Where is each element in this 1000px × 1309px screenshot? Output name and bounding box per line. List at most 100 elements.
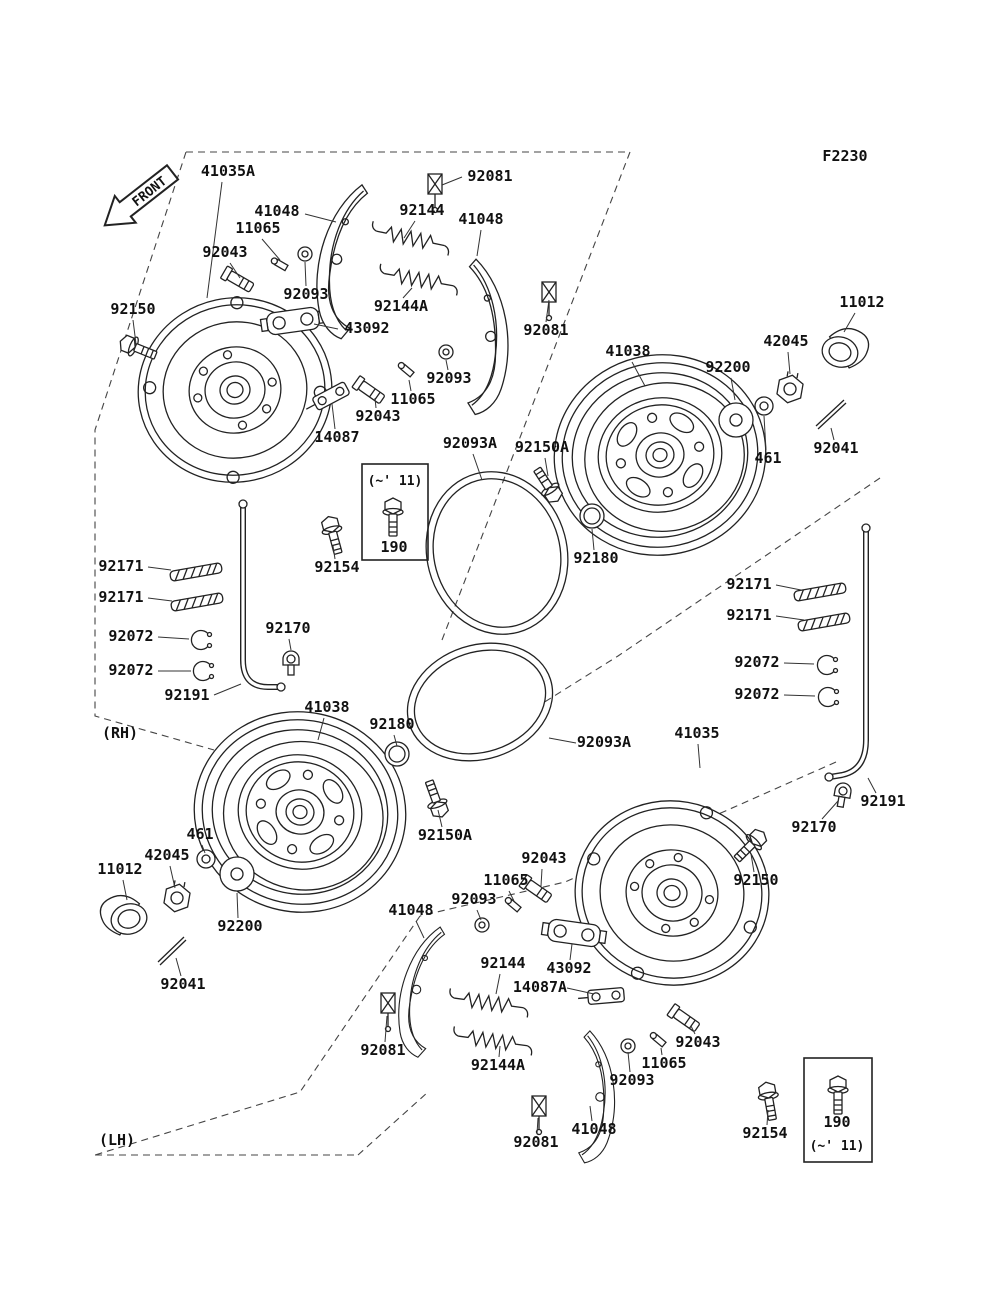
part-label: 92081: [513, 1133, 558, 1151]
leader-line: [843, 312, 856, 333]
clamp-92170-left: [282, 650, 300, 676]
leader-line: [408, 379, 412, 392]
washer-92093-rh-2: [438, 344, 454, 360]
hub-cap-11012-lh: [96, 889, 151, 941]
part-label: 92171: [98, 557, 143, 575]
part-label: 92144: [399, 201, 444, 219]
pin-92081-lh-1: [380, 992, 396, 1033]
spring-92144-rh: [368, 220, 453, 257]
washer-92093-rh-1: [297, 246, 313, 262]
leader-line: [169, 865, 176, 889]
leader-line: [147, 566, 172, 571]
leader-line: [697, 743, 701, 769]
rh-side-label: (RH): [102, 724, 138, 742]
leader-line: [304, 213, 337, 223]
clip-92072-right-2: [817, 686, 840, 708]
inset-box-bottom: [803, 1057, 873, 1163]
part-label: 41035: [674, 724, 719, 742]
bolt-190-top: [382, 497, 404, 537]
leader-line: [236, 892, 239, 919]
bolt-92154-bottom: [755, 1079, 783, 1123]
part-label: 92170: [265, 619, 310, 637]
bolt-92150a-lh: [419, 777, 453, 821]
clip-92072-left-2: [192, 660, 215, 682]
part-label: 92093: [283, 285, 328, 303]
leader-line: [783, 694, 816, 697]
leader-line: [147, 597, 173, 602]
part-label: 92093: [426, 369, 471, 387]
part-label: 92144A: [374, 297, 428, 315]
leader-line: [384, 1015, 388, 1043]
figure-code: F2230: [822, 147, 867, 165]
part-label: 92043: [521, 849, 566, 867]
part-label: 41038: [304, 698, 349, 716]
part-label: 14087: [314, 428, 359, 446]
part-label: 92072: [108, 661, 153, 679]
leader-line: [206, 181, 223, 299]
leader-line: [441, 176, 463, 186]
bolt-92043-rh-2: [351, 374, 387, 407]
clip-92072-right-1: [816, 654, 839, 676]
part-label: 11012: [97, 860, 142, 878]
spring-92144a-rh: [376, 263, 461, 297]
part-label: 92144A: [471, 1056, 525, 1074]
leader-line: [775, 584, 802, 591]
washer-92200-lh: [219, 856, 255, 892]
leader-line: [589, 1105, 593, 1122]
gasket-92093a-lh: [406, 642, 554, 762]
leader-line: [660, 1047, 663, 1056]
inset-bottom-year-label: (~' 11): [810, 1139, 865, 1154]
part-label: 461: [186, 825, 213, 843]
leader-line: [374, 397, 377, 409]
leader-line: [445, 359, 449, 371]
washer-461-lh: [196, 849, 216, 869]
backing-plate-lh: [559, 784, 785, 1002]
leader-line: [787, 351, 791, 375]
leader-line: [690, 1025, 696, 1035]
leader-line: [331, 403, 336, 430]
leader-line: [569, 943, 573, 961]
part-label: 92041: [813, 439, 858, 457]
leader-line: [821, 800, 839, 820]
brake-shoe-41048-lh-2: [570, 1029, 623, 1166]
leader-line: [545, 299, 550, 323]
part-label: 41048: [388, 901, 433, 919]
part-label: 41048: [254, 202, 299, 220]
part-label: 92093A: [443, 434, 497, 452]
part-label: 92180: [573, 549, 618, 567]
part-label: 92150A: [515, 438, 569, 456]
leader-line: [830, 427, 835, 441]
leader-line: [437, 809, 443, 828]
inset-box-top: [361, 463, 429, 561]
part-label: 92171: [98, 588, 143, 606]
leader-line: [476, 909, 482, 921]
part-label: 92072: [108, 627, 153, 645]
part-label: 92154: [314, 558, 359, 576]
bolt-92043-lh-2: [666, 1002, 702, 1035]
part-label: 92043: [202, 243, 247, 261]
leader-line: [313, 323, 339, 330]
washer-92200-rh: [718, 402, 754, 438]
part-label: 92200: [705, 358, 750, 376]
part-label: 41048: [571, 1120, 616, 1138]
gasket-92093a-rh: [425, 471, 569, 635]
pin-92081-lh-2: [531, 1095, 547, 1136]
part-label: 92150: [733, 871, 778, 889]
guard-92171-left-1: [168, 561, 224, 583]
leader-line: [261, 238, 281, 261]
part-label: 92154: [742, 1124, 787, 1142]
leader-line: [544, 457, 549, 477]
part-label: 92191: [860, 792, 905, 810]
part-label: 41038: [605, 342, 650, 360]
leader-line: [415, 920, 425, 939]
leader-line: [730, 377, 736, 401]
brake-shoe-41048-rh-1: [312, 181, 369, 341]
brake-shoe-41048-lh-1: [393, 923, 446, 1060]
leader-line: [403, 220, 416, 239]
group-boundaries: [94, 151, 881, 1156]
leader-line: [476, 229, 482, 257]
part-label: 92171: [726, 606, 771, 624]
part-label: 42045: [144, 846, 189, 864]
inset-bottom-part-label: 190: [823, 1113, 850, 1131]
